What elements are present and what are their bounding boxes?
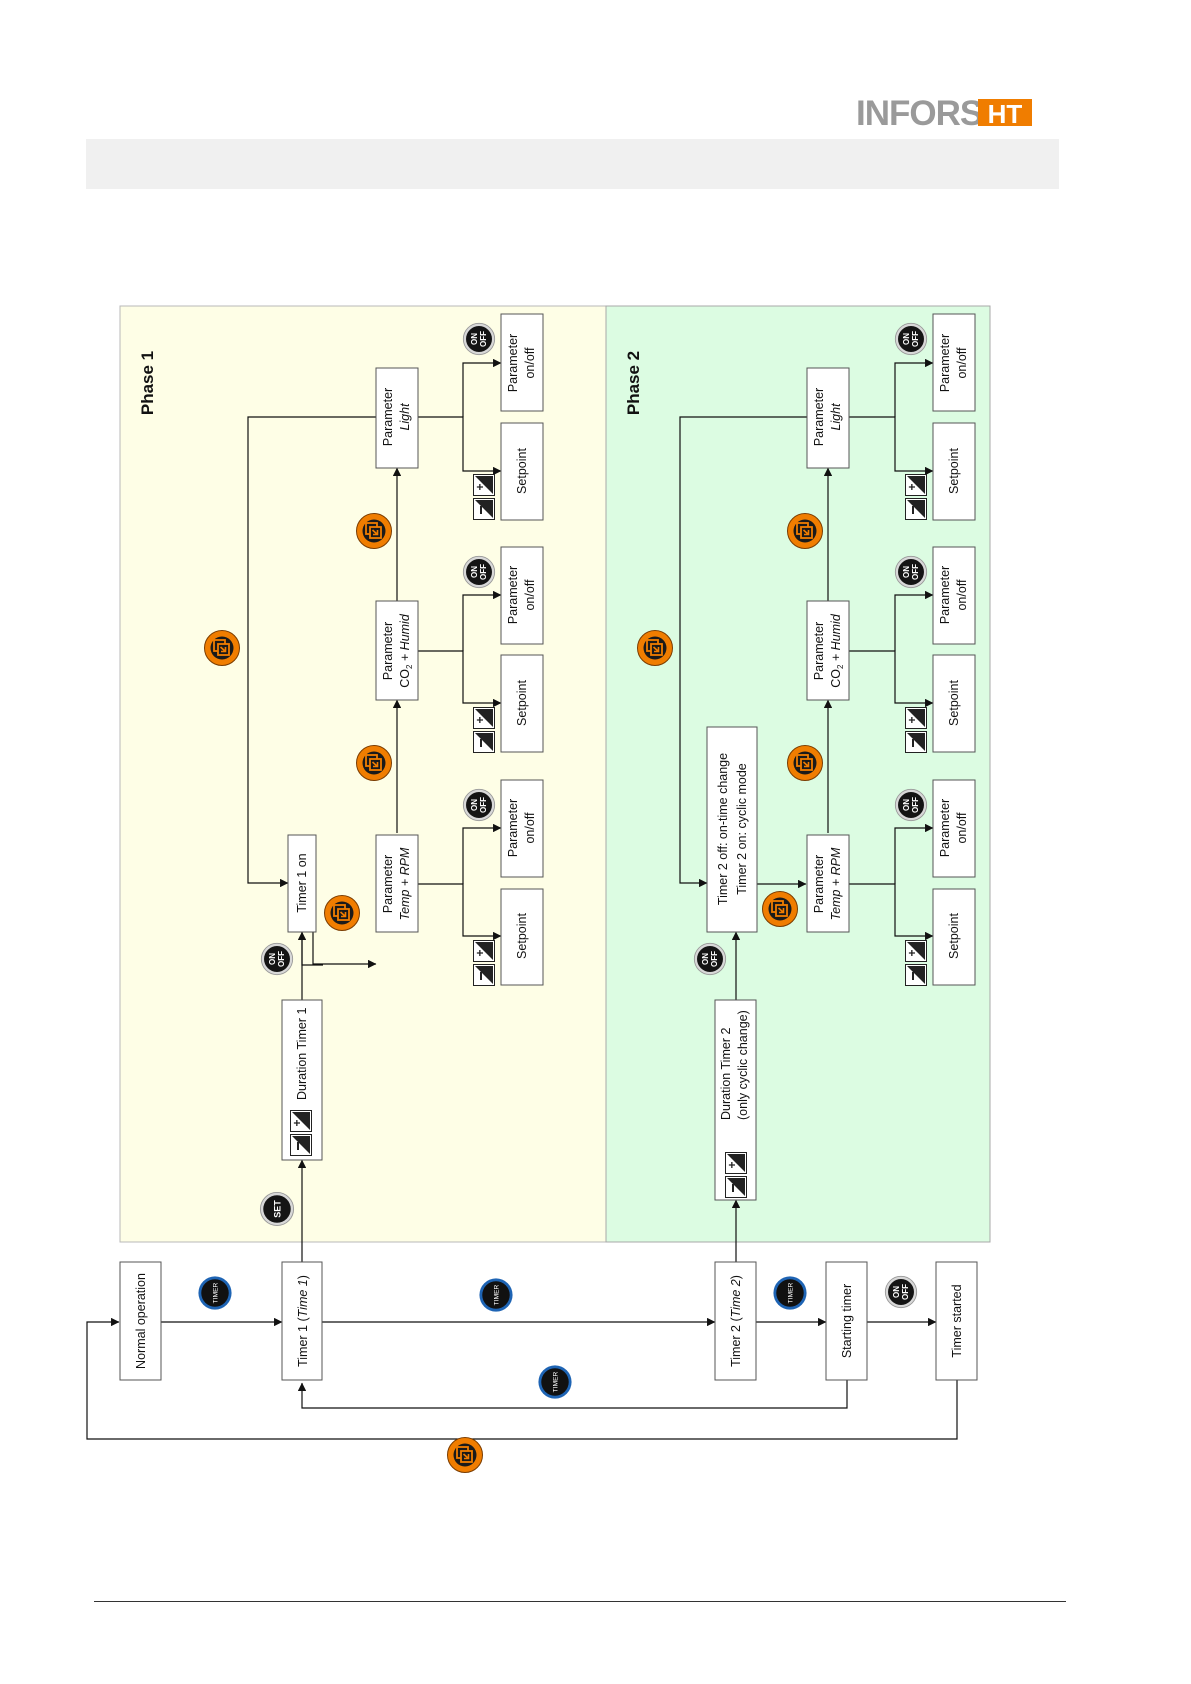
label-p1-light-onoff-2: on/off [523,347,537,379]
box-p1-temp-rpm[interactable] [375,834,419,933]
header-bar [86,139,1059,189]
label-p2-light-onoff-2: on/off [955,347,969,379]
box-p2-temp-rpm[interactable] [806,834,850,933]
label-p1-light-setpoint: Setpoint [515,448,529,494]
box-p2-co2-setpoint[interactable] [932,654,976,753]
label-p1-temp-param: Parameter [381,855,395,913]
label-starting-timer: Starting timer [840,1284,854,1358]
label-timer-started: Timer started [950,1284,964,1357]
set-icon[interactable] [259,1191,295,1227]
box-p1-light-setpoint[interactable] [500,422,544,521]
label-normal-operation: Normal operation [134,1273,148,1369]
box-starting-timer [825,1261,868,1381]
box-p2-co2-humid[interactable] [806,600,850,701]
phase2-title: Phase 2 [624,351,643,415]
box-timer1[interactable] [281,1261,323,1381]
label-p2-light-param: Parameter [812,388,826,446]
label-p1-co2-setpoint: Setpoint [515,680,529,726]
label-timer2-mode-2: Timer 2 on: cyclic mode [735,763,749,895]
on-off-icon[interactable] [462,322,496,356]
on-off-icon[interactable] [884,1275,918,1309]
timer-icon[interactable] [479,1278,513,1312]
logo-text-ht: HT [988,99,1023,129]
box-duration-timer1[interactable] [281,999,323,1161]
on-off-icon[interactable] [462,555,496,589]
box-normal-operation [119,1261,162,1381]
on-off-icon[interactable] [260,942,294,976]
box-timer1-on [287,834,317,933]
next-page-icon[interactable] [761,890,799,928]
next-page-icon[interactable] [323,894,361,932]
label-p2-temp-value: Temp + RPM [829,847,843,920]
label-p1-co2-onoff-1: Parameter [506,566,520,624]
box-timer2-mode [706,726,758,933]
box-p2-co2-onoff[interactable] [932,546,976,645]
next-page-icon[interactable] [203,629,241,667]
label-p2-light-value: Light [829,403,843,431]
label-timer2-mode-1: Timer 2 off: on-time change [716,753,730,905]
footer-divider [94,1601,1066,1602]
next-page-icon[interactable] [786,512,824,550]
on-off-icon[interactable] [894,788,928,822]
label-p2-temp-onoff-2: on/off [955,812,969,844]
label-p2-co2-value: CO2 + Humid [829,613,845,688]
label-p2-light-onoff-1: Parameter [938,334,952,392]
timer-icon[interactable] [198,1276,232,1310]
label-p1-co2-param: Parameter [381,622,395,680]
label-p1-temp-value: Temp + RPM [398,847,412,920]
box-p1-light-onoff[interactable] [500,313,544,412]
box-p1-co2-humid[interactable] [375,600,419,701]
next-page-icon[interactable] [636,629,674,667]
label-timer1-on: Timer 1 on [295,853,309,912]
box-p1-temp-onoff[interactable] [500,779,544,878]
next-page-icon[interactable] [355,512,393,550]
box-p2-light[interactable] [806,367,850,469]
phase1-title: Phase 1 [138,351,157,415]
next-page-icon[interactable] [446,1436,484,1474]
box-p1-temp-setpoint[interactable] [500,888,544,986]
label-p1-temp-setpoint: Setpoint [515,913,529,959]
box-p1-light[interactable] [375,367,419,469]
on-off-icon[interactable] [894,555,928,589]
box-p2-light-setpoint[interactable] [932,422,976,521]
label-p1-temp-onoff-1: Parameter [506,799,520,857]
box-p2-temp-onoff[interactable] [932,779,976,878]
label-p2-co2-onoff-1: Parameter [938,566,952,624]
label-p1-light-value: Light [398,403,412,431]
label-p2-co2-onoff-2: on/off [955,579,969,611]
box-timer2[interactable] [714,1261,757,1381]
label-p1-light-param: Parameter [381,388,395,446]
label-timer1: Timer 1 (Time 1) [296,1275,310,1367]
next-page-icon[interactable] [355,744,393,782]
label-duration-timer1: Duration Timer 1 [295,1008,309,1100]
box-p1-co2-onoff[interactable] [500,546,544,645]
box-p2-temp-setpoint[interactable] [932,888,976,986]
label-timer2: Timer 2 (Time 2) [729,1275,743,1367]
box-p2-light-onoff[interactable] [932,313,976,412]
label-p1-co2-value: CO2 + Humid [398,613,414,688]
label-p2-light-setpoint: Setpoint [947,448,961,494]
label-p2-temp-setpoint: Setpoint [947,913,961,959]
label-duration-timer2-2: (only cyclic change) [736,1010,750,1120]
box-p1-co2-setpoint[interactable] [500,654,544,753]
infors-ht-logo: INFORS HT [856,94,1032,132]
label-p1-light-onoff-1: Parameter [506,334,520,392]
next-page-icon[interactable] [786,744,824,782]
label-p2-temp-onoff-1: Parameter [938,799,952,857]
on-off-icon[interactable] [894,322,928,356]
logo-text-infors: INFORS [856,94,982,132]
label-duration-timer2-1: Duration Timer 2 [719,1028,733,1120]
box-timer-started [935,1261,978,1381]
label-p2-co2-setpoint: Setpoint [947,680,961,726]
on-off-icon[interactable] [693,942,727,976]
on-off-icon[interactable] [462,788,496,822]
label-p2-temp-param: Parameter [812,855,826,913]
label-p2-co2-param: Parameter [812,622,826,680]
label-p1-temp-onoff-2: on/off [523,812,537,844]
timer-icon[interactable] [773,1276,807,1310]
label-p1-co2-onoff-2: on/off [523,579,537,611]
timer-icon[interactable] [538,1365,572,1399]
logo-ht-block [978,99,1032,126]
